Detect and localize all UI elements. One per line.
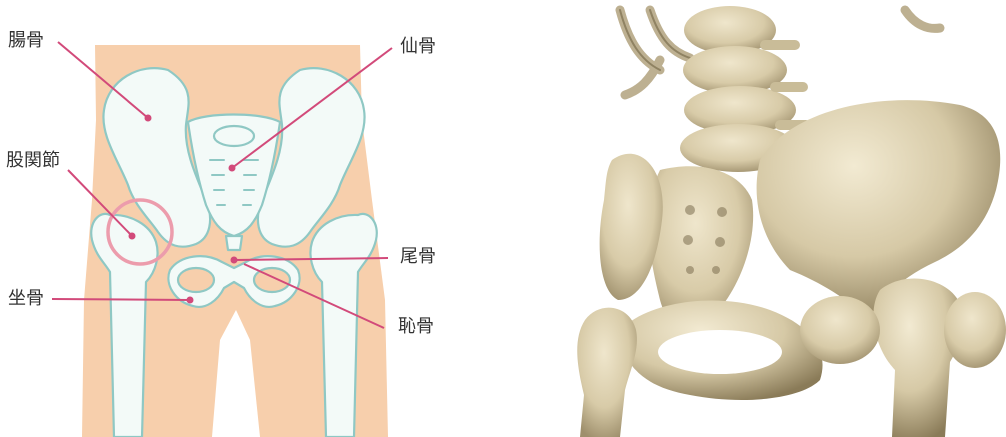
- leader-ischium: [52, 299, 190, 300]
- rendered-ilium: [757, 100, 1001, 320]
- coccyx-shape: [226, 236, 242, 250]
- label-sacrum: 仙骨: [400, 38, 436, 56]
- rendered-left-femur: [577, 308, 637, 437]
- label-coccyx: 尾骨: [400, 248, 436, 266]
- label-ilium: 腸骨: [8, 32, 44, 50]
- label-hip-joint: 股関節: [6, 152, 60, 170]
- rendered-right-femur: [873, 279, 963, 437]
- illustrated-pelvis: [52, 42, 392, 437]
- left-obturator: [178, 268, 214, 292]
- rendered-pelvis: [577, 6, 1006, 437]
- lumbar-vertebra: [214, 126, 254, 146]
- label-pubis: 恥骨: [398, 318, 434, 336]
- label-ischium: 坐骨: [8, 290, 44, 308]
